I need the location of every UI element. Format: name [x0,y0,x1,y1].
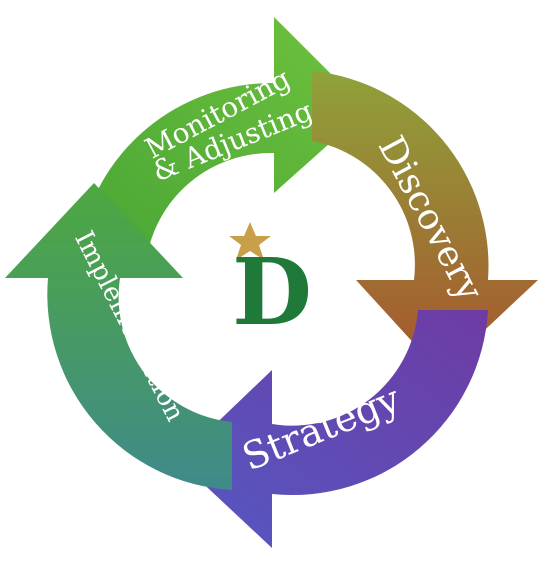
implementation-arrow [5,183,232,490]
logo-letter: D [232,238,312,346]
monitoring-arrow [79,17,367,247]
discovery-arrow [312,71,538,372]
strategy-arrow [178,310,488,548]
center-logo: D [229,222,312,346]
star-icon [229,222,271,260]
